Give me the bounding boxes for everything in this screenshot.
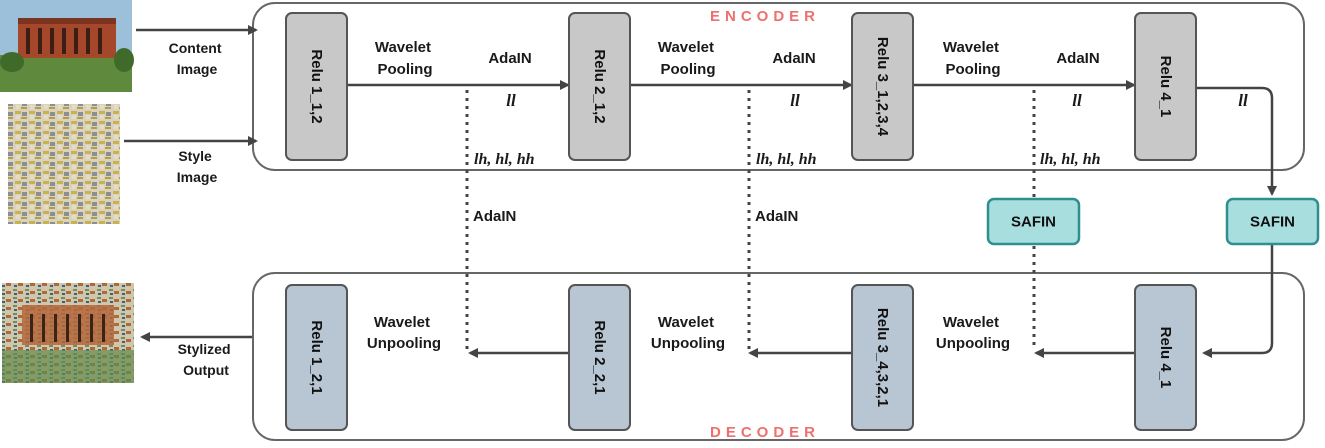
encoder-block-relu3-label: Relu 3_1,2,3,4 xyxy=(874,37,891,137)
safin-block-mid: SAFIN xyxy=(986,197,1081,246)
style-label-line2: Image xyxy=(177,169,218,185)
ll-label-3: ll xyxy=(1072,91,1082,110)
wavelet-unpooling-label-2: Wavelet Unpooling xyxy=(651,314,725,352)
content-image-label: Content Image xyxy=(169,40,226,77)
encoder-adain-label-2: AdaIN xyxy=(772,50,815,67)
decoder-block-relu4: Relu 4_1 xyxy=(1134,284,1197,431)
wavelet-pooling-1-line1: Wavelet xyxy=(375,39,431,56)
decoder-block-relu4-label: Relu 4_1 xyxy=(1157,327,1174,389)
wavelet-unpooling-1-line2: Unpooling xyxy=(367,335,441,352)
output-label-line2: Output xyxy=(183,362,229,378)
style-image-label: Style Image xyxy=(177,148,218,185)
encoder-block-relu2-label: Relu 2_1,2 xyxy=(591,49,608,123)
safin-to-decoder-arrow xyxy=(1202,244,1274,358)
ll-label-1: ll xyxy=(506,91,516,110)
wavelet-unpooling-3-line2: Unpooling xyxy=(936,335,1010,352)
stylized-output-image xyxy=(2,283,134,383)
decoder-block-relu2: Relu 2_2,1 xyxy=(568,284,631,431)
wavelet-unpooling-label-1: Wavelet Unpooling xyxy=(367,314,441,352)
encoder-block-relu4-label: Relu 4_1 xyxy=(1157,56,1174,118)
safin-block-mid-label: SAFIN xyxy=(1011,214,1056,231)
content-label-line2: Image xyxy=(177,61,218,77)
safin-block-end: SAFIN xyxy=(1225,197,1320,246)
wavelet-pooling-1-line2: Pooling xyxy=(378,61,433,78)
ll-label-2: ll xyxy=(790,91,800,110)
wavelet-pooling-label-1: Wavelet Pooling xyxy=(375,39,435,78)
encoder-block-relu2: Relu 2_1,2 xyxy=(568,12,631,161)
stylized-output-label: Stylized Output xyxy=(178,341,235,378)
wavelet-pooling-2-line1: Wavelet xyxy=(658,39,714,56)
encoder-title: ENCODER xyxy=(710,8,820,25)
encoder-adain-label-3: AdaIN xyxy=(1056,50,1099,67)
wavelet-pooling-label-2: Wavelet Pooling xyxy=(658,39,718,78)
wavelet-pooling-3-line1: Wavelet xyxy=(943,39,999,56)
skip-adain-label-2: AdaIN xyxy=(755,208,798,225)
wavelet-pooling-2-line2: Pooling xyxy=(661,61,716,78)
decoder-frame xyxy=(252,272,1305,441)
wavelet-pooling-3-line2: Pooling xyxy=(946,61,1001,78)
high-freq-label-2: lh, hl, hh xyxy=(756,151,817,168)
encoder-block-relu3: Relu 3_1,2,3,4 xyxy=(851,12,914,161)
wavelet-pooling-label-3: Wavelet Pooling xyxy=(943,39,1003,78)
wavelet-unpooling-2-line1: Wavelet xyxy=(658,314,714,331)
encoder-block-relu4: Relu 4_1 xyxy=(1134,12,1197,161)
decoder-block-relu3-label: Relu 3_4,3,2,1 xyxy=(874,308,891,407)
ll-label-4: ll xyxy=(1238,91,1248,110)
style-image xyxy=(8,104,120,224)
content-label-line1: Content xyxy=(169,40,222,56)
decoder-block-relu1: Relu 1_2,1 xyxy=(285,284,348,431)
decoder-block-relu2-label: Relu 2_2,1 xyxy=(591,320,608,394)
wavelet-unpooling-label-3: Wavelet Unpooling xyxy=(936,314,1010,352)
decoder-block-relu3: Relu 3_4,3,2,1 xyxy=(851,284,914,431)
wavelet-unpooling-3-line1: Wavelet xyxy=(943,314,999,331)
decoder-title: DECODER xyxy=(710,424,820,441)
decoder-block-relu1-label: Relu 1_2,1 xyxy=(308,320,325,394)
wavelet-unpooling-1-line1: Wavelet xyxy=(374,314,430,331)
encoder-frame xyxy=(252,2,1305,171)
encoder-block-relu1-label: Relu 1_1,2 xyxy=(308,49,325,123)
wavelet-unpooling-2-line2: Unpooling xyxy=(651,335,725,352)
safin-block-end-label: SAFIN xyxy=(1250,214,1295,231)
content-image xyxy=(0,0,134,92)
output-label-line1: Stylized xyxy=(178,341,231,357)
high-freq-label-3: lh, hl, hh xyxy=(1040,151,1101,168)
style-label-line1: Style xyxy=(178,148,212,164)
high-freq-label-1: lh, hl, hh xyxy=(474,151,535,168)
encoder-block-relu1: Relu 1_1,2 xyxy=(285,12,348,161)
skip-adain-label-1: AdaIN xyxy=(473,208,516,225)
encoder-adain-label-1: AdaIN xyxy=(488,50,531,67)
encoder-to-safin-arrow xyxy=(1196,86,1277,196)
